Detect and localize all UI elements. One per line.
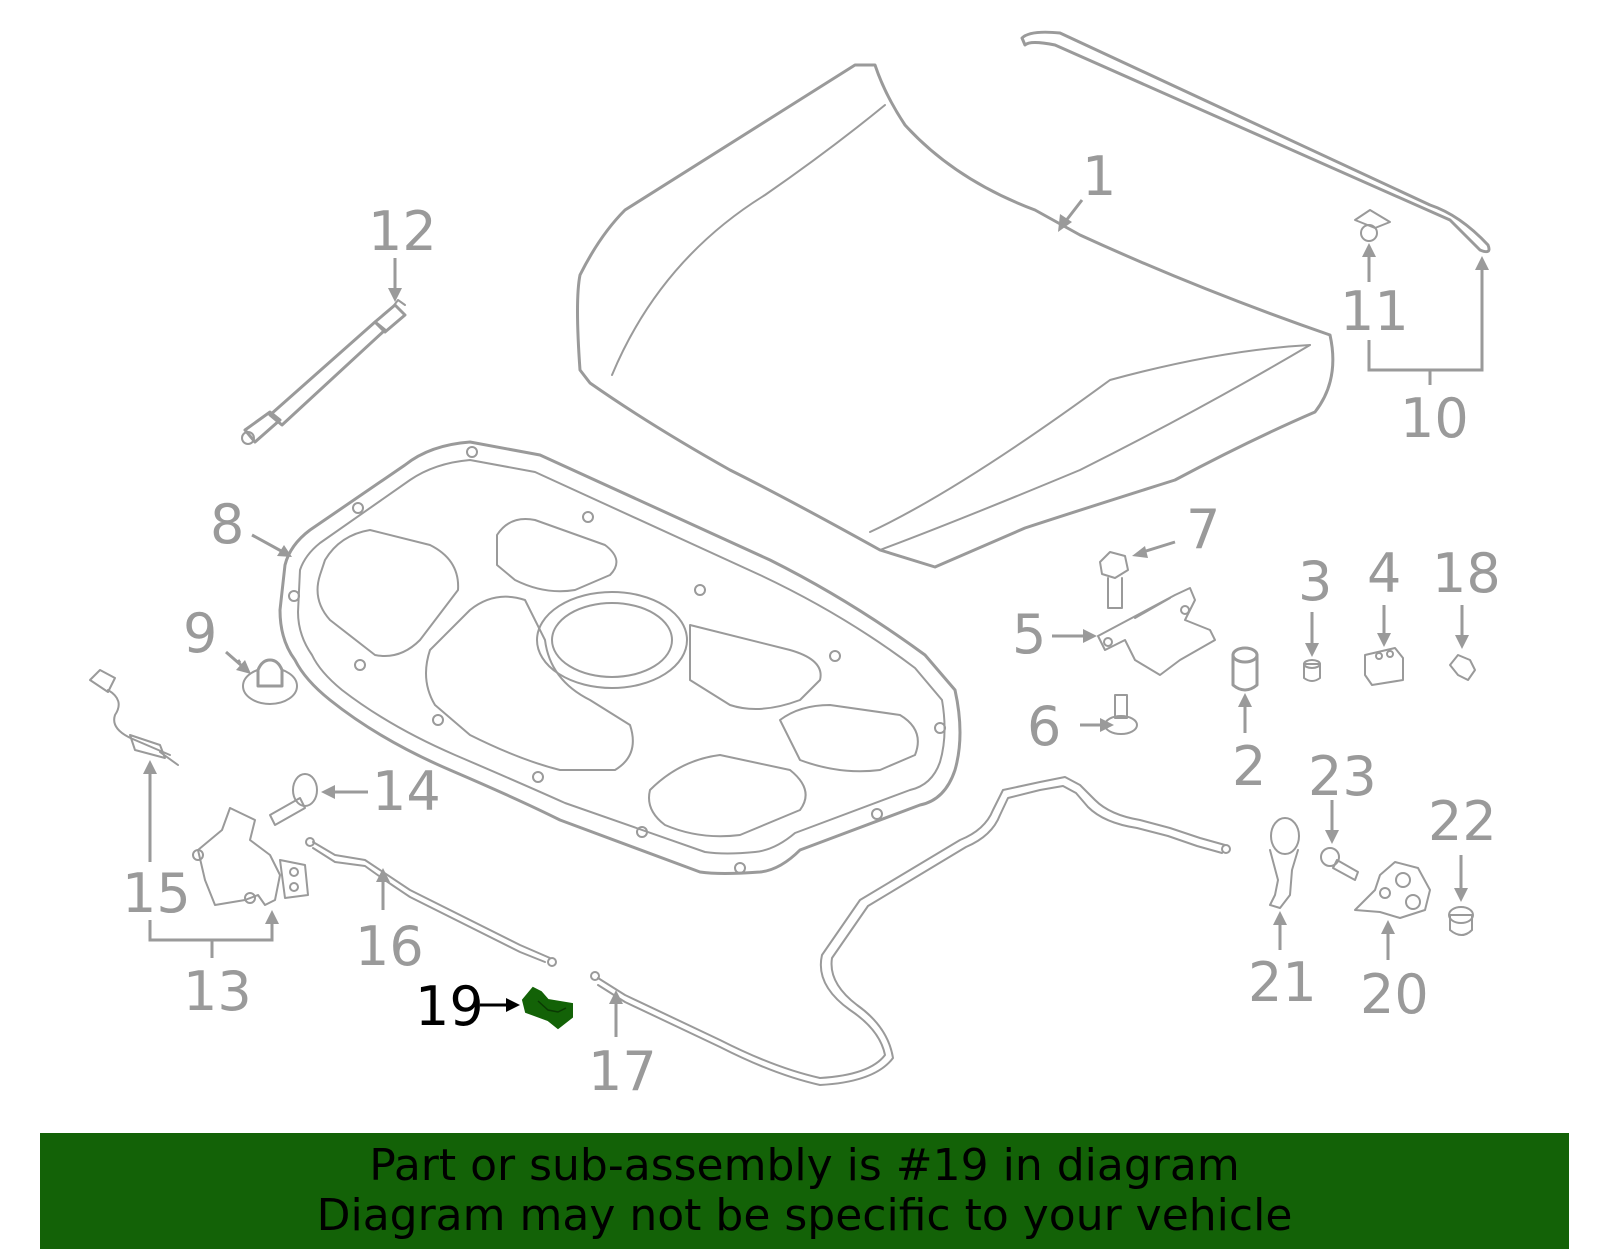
callout-10: 10 bbox=[1400, 387, 1469, 450]
callout-21: 21 bbox=[1248, 951, 1317, 1014]
bolt-7 bbox=[1099, 551, 1129, 609]
latch-housing bbox=[1354, 861, 1431, 919]
gas-strut bbox=[241, 299, 407, 445]
nut-4 bbox=[1364, 647, 1404, 686]
hood-latch bbox=[192, 807, 309, 906]
hinge bbox=[1097, 587, 1216, 676]
grommet-22 bbox=[1448, 906, 1474, 936]
callout-17: 17 bbox=[588, 1040, 657, 1103]
callout-2: 2 bbox=[1232, 735, 1266, 798]
callout-13: 13 bbox=[183, 960, 252, 1023]
bumper-2 bbox=[1231, 646, 1259, 692]
callout-1: 1 bbox=[1082, 145, 1116, 208]
plug-3 bbox=[1303, 659, 1321, 682]
callout-labels: 1 12 11 10 8 7 3 4 18 5 9 6 2 14 23 22 1… bbox=[122, 145, 1501, 1103]
clip-18 bbox=[1449, 654, 1476, 681]
info-banner: Part or sub-assembly is #19 in diagram D… bbox=[40, 1133, 1569, 1249]
sensor-harness bbox=[89, 669, 179, 766]
callout-3: 3 bbox=[1298, 550, 1332, 613]
callout-23: 23 bbox=[1308, 745, 1377, 808]
callout-5: 5 bbox=[1012, 603, 1046, 666]
insulator-pad bbox=[278, 440, 962, 875]
callout-22: 22 bbox=[1428, 790, 1497, 853]
callout-15: 15 bbox=[122, 862, 191, 925]
callout-19: 19 bbox=[415, 975, 484, 1038]
callout-12: 12 bbox=[368, 200, 437, 263]
highlighted-part-19[interactable] bbox=[521, 986, 573, 1030]
leader-lines bbox=[143, 199, 1489, 1037]
banner-line-2: Diagram may not be specific to your vehi… bbox=[316, 1190, 1293, 1241]
hood-panel bbox=[576, 63, 1335, 569]
clip-11 bbox=[1354, 209, 1391, 242]
callout-9: 9 bbox=[183, 602, 217, 665]
bolt-14 bbox=[269, 773, 318, 826]
pad-holes bbox=[288, 446, 946, 874]
callout-4: 4 bbox=[1367, 542, 1401, 605]
callout-20: 20 bbox=[1360, 963, 1429, 1026]
release-cable bbox=[305, 837, 557, 967]
callout-11: 11 bbox=[1340, 280, 1409, 343]
callout-7: 7 bbox=[1186, 498, 1220, 561]
bumper-9 bbox=[242, 658, 298, 705]
release-cable-long bbox=[590, 776, 1231, 1086]
callout-14: 14 bbox=[372, 760, 441, 823]
callout-8: 8 bbox=[210, 493, 244, 556]
callout-16: 16 bbox=[355, 915, 424, 978]
weatherstrip bbox=[1020, 30, 1491, 254]
screw-23 bbox=[1320, 847, 1359, 881]
callout-18: 18 bbox=[1432, 542, 1501, 605]
callout-6: 6 bbox=[1027, 695, 1061, 758]
banner-line-1: Part or sub-assembly is #19 in diagram bbox=[369, 1140, 1240, 1191]
release-handle bbox=[1269, 817, 1300, 909]
bolt-6 bbox=[1104, 694, 1138, 735]
